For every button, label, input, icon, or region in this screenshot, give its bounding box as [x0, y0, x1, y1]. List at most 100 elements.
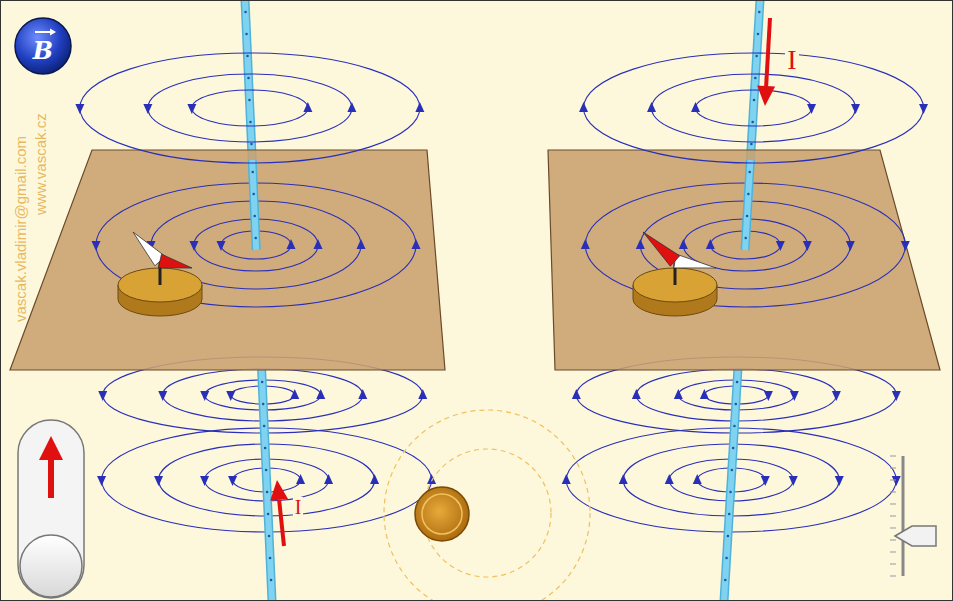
field-arrow — [851, 104, 860, 114]
wire — [724, 370, 738, 601]
wire-dot — [265, 469, 268, 472]
field-arrow — [764, 391, 773, 401]
slider-tick — [890, 492, 896, 493]
slider-tick — [890, 504, 896, 505]
field-arrow — [706, 239, 715, 249]
wire-dot — [732, 447, 735, 450]
wire-dot — [246, 55, 249, 58]
field-arrow — [358, 389, 367, 399]
field-arrow — [296, 474, 305, 484]
field-arrow — [158, 391, 167, 401]
field-arrow — [619, 474, 628, 484]
field-line — [696, 90, 812, 126]
wire-dot — [753, 99, 756, 102]
field-arrow — [581, 239, 590, 249]
wire-dot — [267, 513, 270, 516]
slider-tick — [890, 576, 896, 577]
current-label: I — [293, 497, 304, 517]
wire-dot — [750, 143, 753, 146]
field-arrow — [807, 104, 816, 114]
wire — [262, 370, 272, 601]
field-arrow — [92, 241, 101, 251]
wire-dot — [264, 447, 267, 450]
field-arrow — [154, 476, 163, 486]
wire-dot — [262, 403, 265, 406]
field-line — [148, 74, 352, 142]
field-arrow — [572, 389, 581, 399]
slider-tick — [890, 516, 896, 517]
wire-dots — [251, 171, 257, 240]
needle-north — [643, 232, 680, 266]
field-arrow — [98, 391, 107, 401]
field-arrow — [679, 239, 688, 249]
current-label: I — [785, 46, 798, 74]
field-arrow — [143, 104, 152, 114]
slider-ticks — [890, 456, 896, 576]
field-arrow — [693, 474, 702, 484]
wire — [245, 0, 252, 160]
needle-south — [674, 254, 716, 268]
field-arrow — [418, 389, 427, 399]
wire — [252, 160, 256, 250]
wire-dot — [270, 579, 273, 582]
wire-dot — [751, 121, 754, 124]
field-arrow — [636, 239, 645, 249]
current-arrow — [766, 18, 770, 86]
field-arrow — [415, 102, 424, 112]
field-arrow — [892, 391, 901, 401]
field-arrow — [290, 389, 299, 399]
slider-tick — [890, 552, 896, 553]
slider-tick — [890, 456, 896, 457]
wire — [262, 370, 272, 601]
wire-dot — [754, 77, 757, 80]
field-button — [15, 18, 71, 74]
slider-knob — [895, 526, 936, 546]
field-arrow — [314, 239, 323, 249]
wire-dot — [731, 469, 734, 472]
field-arrow — [579, 102, 588, 112]
wire — [724, 370, 738, 601]
field-arrow — [919, 104, 928, 114]
field-arrow — [674, 389, 683, 399]
current-arrow-head — [270, 480, 288, 501]
field-arrow — [370, 474, 379, 484]
field-arrow — [75, 104, 84, 114]
wire-dot — [744, 237, 747, 240]
compass-token-rim — [422, 494, 462, 534]
needle-north — [159, 254, 192, 268]
field-arrow — [324, 474, 333, 484]
wire-dot — [733, 425, 736, 428]
current-arrow — [279, 500, 284, 546]
field-line — [584, 53, 924, 163]
wire — [245, 0, 252, 160]
field-arrow — [846, 241, 855, 251]
field-arrow — [562, 474, 571, 484]
vector-arrow-head — [50, 29, 56, 36]
slider-tick — [890, 540, 896, 541]
field-arrow — [190, 241, 199, 251]
paper-plate — [548, 150, 940, 370]
switch-arrow-head — [39, 436, 63, 460]
wire-dot — [727, 535, 730, 538]
wire-dot — [724, 579, 727, 582]
paper-plate — [10, 150, 445, 370]
wire — [750, 0, 760, 160]
wire-dots — [744, 171, 751, 240]
field-arrow — [892, 476, 901, 486]
wire-dot — [746, 215, 749, 218]
wire — [252, 160, 256, 250]
field-arrow — [761, 476, 770, 486]
wire-dot — [729, 491, 732, 494]
watermark: www.vascak.cz — [33, 113, 48, 215]
compass-token — [415, 487, 469, 541]
field-arrow — [187, 104, 196, 114]
field-arrow — [97, 476, 106, 486]
field-arrow — [316, 389, 325, 399]
wire-dots — [261, 381, 272, 582]
wire-dot — [736, 381, 739, 384]
wire-dot — [728, 513, 731, 516]
slider-tick — [890, 528, 896, 529]
field-arrow — [357, 239, 366, 249]
